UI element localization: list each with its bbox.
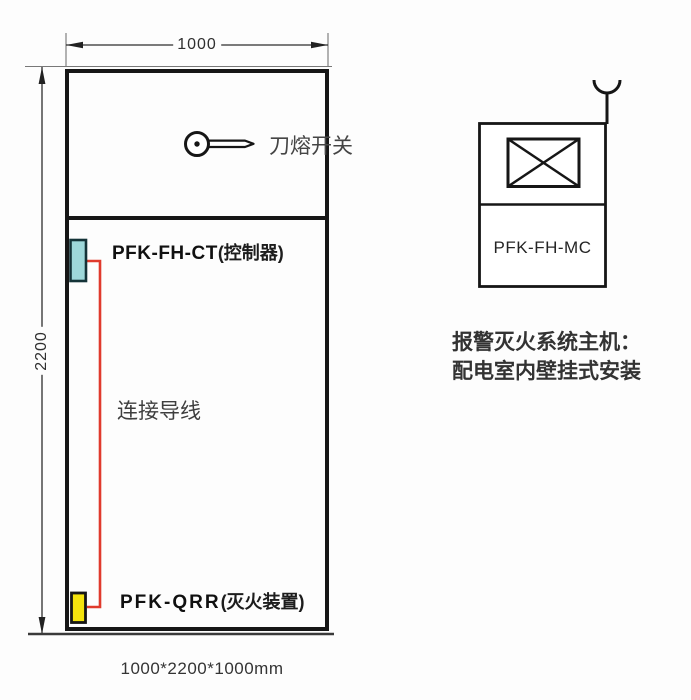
width-dim-label: 1000 (173, 36, 221, 54)
extinguisher-code: PFK-QRR (120, 592, 221, 613)
crossed-rect-symbol (506, 137, 581, 188)
extinguisher-label: PFK-QRR(灭火装置) (120, 588, 305, 614)
connecting-wire (86, 259, 102, 609)
controller-desc: (控制器) (217, 243, 284, 263)
host-caption-line1: 报警灭火系统主机： (452, 331, 641, 354)
height-dim-label: 2200 (33, 327, 51, 375)
knife-fuse-switch-icon (184, 131, 255, 157)
controller-code: PFK-FH-CT (112, 243, 218, 264)
wire-label: 连接导线 (117, 400, 201, 423)
antenna-arc-icon (592, 79, 622, 95)
dim-arrow-up (38, 67, 46, 84)
dim-arrow-right (311, 41, 328, 49)
dim-arrow-down (38, 617, 46, 634)
switch-blade (206, 139, 255, 149)
dim-arrow-left (66, 41, 83, 49)
cabinet-outline (65, 69, 329, 631)
extinguisher-desc: (灭火装置) (220, 592, 305, 612)
controller-label: PFK-FH-CT(控制器) (112, 239, 284, 265)
host-caption-line2: 配电室内壁挂式安装 (452, 360, 641, 383)
extinguisher-box (70, 591, 87, 624)
host-code-label: PFK-FH-MC (493, 238, 592, 257)
switch-pivot-dot (194, 141, 200, 147)
cabinet-size-caption: 1000*2200*1000mm (120, 659, 284, 678)
host-caption: 报警灭火系统主机： 配电室内壁挂式安装 (452, 328, 641, 386)
host-unit-symbol (478, 79, 622, 288)
cross-diagonal-2 (507, 137, 580, 188)
controller-box (69, 238, 88, 283)
knife-switch-label: 刀熔开关 (269, 135, 353, 158)
